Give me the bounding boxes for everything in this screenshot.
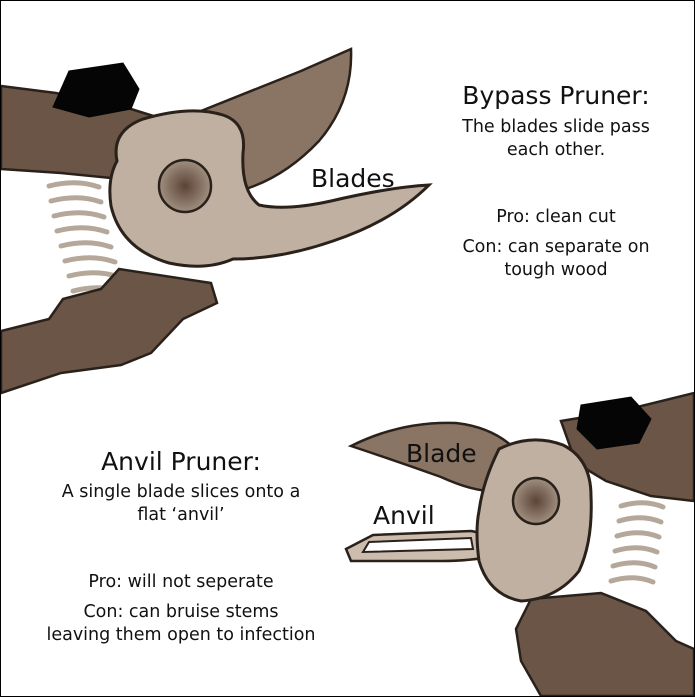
bypass-pruner-illustration bbox=[1, 47, 433, 395]
anvil-slot bbox=[361, 536, 475, 554]
anvil-spring-icon bbox=[608, 500, 666, 585]
anvil-pro: Pro: will not seperate bbox=[88, 572, 274, 592]
bypass-con: Con: can separate on tough wood bbox=[462, 237, 650, 281]
anvil-title: Anvil Pruner: bbox=[101, 447, 261, 476]
bypass-head-and-blade bbox=[108, 109, 433, 268]
anvil-pruner-illustration bbox=[344, 391, 694, 696]
anvil-grip-icon bbox=[576, 396, 652, 450]
bypass-pivot-bolt-icon bbox=[157, 158, 213, 214]
bypass-pro: Pro: clean cut bbox=[496, 207, 616, 227]
anvil-pivot-bolt-icon bbox=[511, 476, 561, 526]
anvil-anvil-callout: Anvil bbox=[373, 501, 435, 530]
bypass-description: The blades slide pass each other. bbox=[462, 117, 650, 161]
bypass-blades-callout: Blades bbox=[311, 164, 395, 193]
bypass-lower-handle bbox=[1, 267, 219, 395]
anvil-lower-handle bbox=[514, 591, 694, 696]
anvil-description: A single blade slices onto a flat ‘anvil… bbox=[61, 482, 301, 526]
anvil-con: Con: can bruise stems leaving them open … bbox=[46, 602, 316, 646]
bypass-title: Bypass Pruner: bbox=[462, 81, 650, 110]
anvil-blade-callout: Blade bbox=[406, 439, 477, 468]
bypass-grip-icon bbox=[52, 62, 140, 118]
